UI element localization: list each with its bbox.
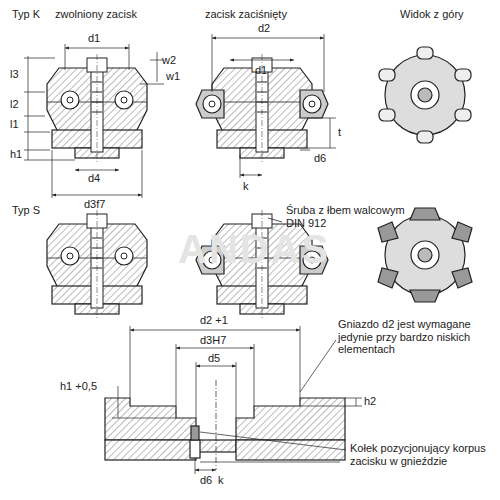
dimension: d5 <box>208 352 220 365</box>
dimension: w1 <box>166 70 180 83</box>
dimension: d3f7 <box>84 198 105 211</box>
dimension: d4 <box>88 172 100 185</box>
dimension: d3H7 <box>200 334 226 347</box>
view-caption: zacisk zaciśnięty <box>205 8 287 21</box>
callout-note: Gniazdo d2 jest wymagane jedynie przy ba… <box>338 318 488 356</box>
dimension: h1 <box>10 148 22 161</box>
dimension: k <box>243 180 249 193</box>
dimension: l2 <box>10 98 19 111</box>
dimension: l3 <box>10 68 19 81</box>
callout-note: Śruba z łbem walcowym DIN 912 <box>286 204 406 229</box>
type-heading: Typ K <box>12 8 40 21</box>
dimension: t <box>338 126 341 139</box>
dimension: d1 <box>255 64 267 77</box>
view-caption: zwolniony zacisk <box>55 8 137 21</box>
dimension: l1 <box>10 118 19 131</box>
dimension: d2 +1 <box>200 314 228 327</box>
dimension: k <box>218 474 224 487</box>
dimension: d6 <box>314 152 326 165</box>
dimension: h2 <box>364 395 376 408</box>
dimension: d2 <box>258 22 270 35</box>
dimension: d6 <box>200 474 212 487</box>
dimension: w2 <box>162 54 176 67</box>
view-caption: Widok z góry <box>400 8 464 21</box>
callout-note: Kołek pozycjonujący korpus zacisku w gni… <box>350 442 490 467</box>
dimension: h1 +0,5 <box>60 380 97 393</box>
dimension: d1 <box>88 32 100 45</box>
watermark: ANDAS <box>178 226 330 272</box>
type-heading: Typ S <box>12 204 40 217</box>
